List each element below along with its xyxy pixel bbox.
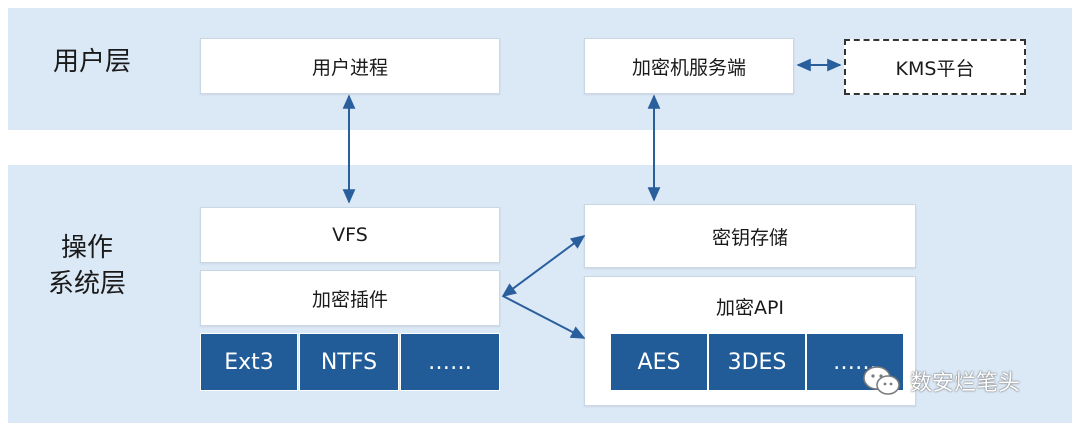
crypto-server-box: 加密机服务端 xyxy=(584,38,794,94)
user-process-box: 用户进程 xyxy=(200,38,500,94)
os-layer-label-line2: 系统层 xyxy=(47,269,126,299)
vfs-box: VFS xyxy=(200,207,500,263)
wechat-watermark: 数安烂笔头 xyxy=(862,364,1020,398)
algorithm-aes: AES xyxy=(610,333,708,391)
algorithm-3des: 3DES xyxy=(708,333,806,391)
filesystem-more: …… xyxy=(400,333,500,391)
wechat-icon xyxy=(863,366,900,395)
user-layer-label: 用户层 xyxy=(52,47,131,77)
crypto-server-label: 加密机服务端 xyxy=(631,56,746,79)
user-process-label: 用户进程 xyxy=(311,56,388,79)
os-layer-label-line1: 操作 xyxy=(60,233,113,263)
encrypt-plugin-box: 加密插件 xyxy=(200,270,500,326)
filesystem-ntfs: NTFS xyxy=(299,333,399,391)
key-storage-box: 密钥存储 xyxy=(584,204,916,268)
kms-platform-label: KMS平台 xyxy=(895,57,975,80)
kms-platform-box: KMS平台 xyxy=(844,39,1026,95)
os-layer-label: 操作 系统层 xyxy=(32,230,142,302)
arrow-plugin-key-storage xyxy=(501,235,586,297)
arrow-plugin-crypto-api xyxy=(502,295,586,339)
crypto-api-label: 加密API xyxy=(715,297,785,319)
watermark-text: 数安烂笔头 xyxy=(910,371,1021,396)
encrypt-plugin-label: 加密插件 xyxy=(311,288,388,311)
key-storage-label: 密钥存储 xyxy=(711,226,788,249)
vfs-label: VFS xyxy=(332,224,368,246)
filesystem-ext3: Ext3 xyxy=(200,333,298,391)
